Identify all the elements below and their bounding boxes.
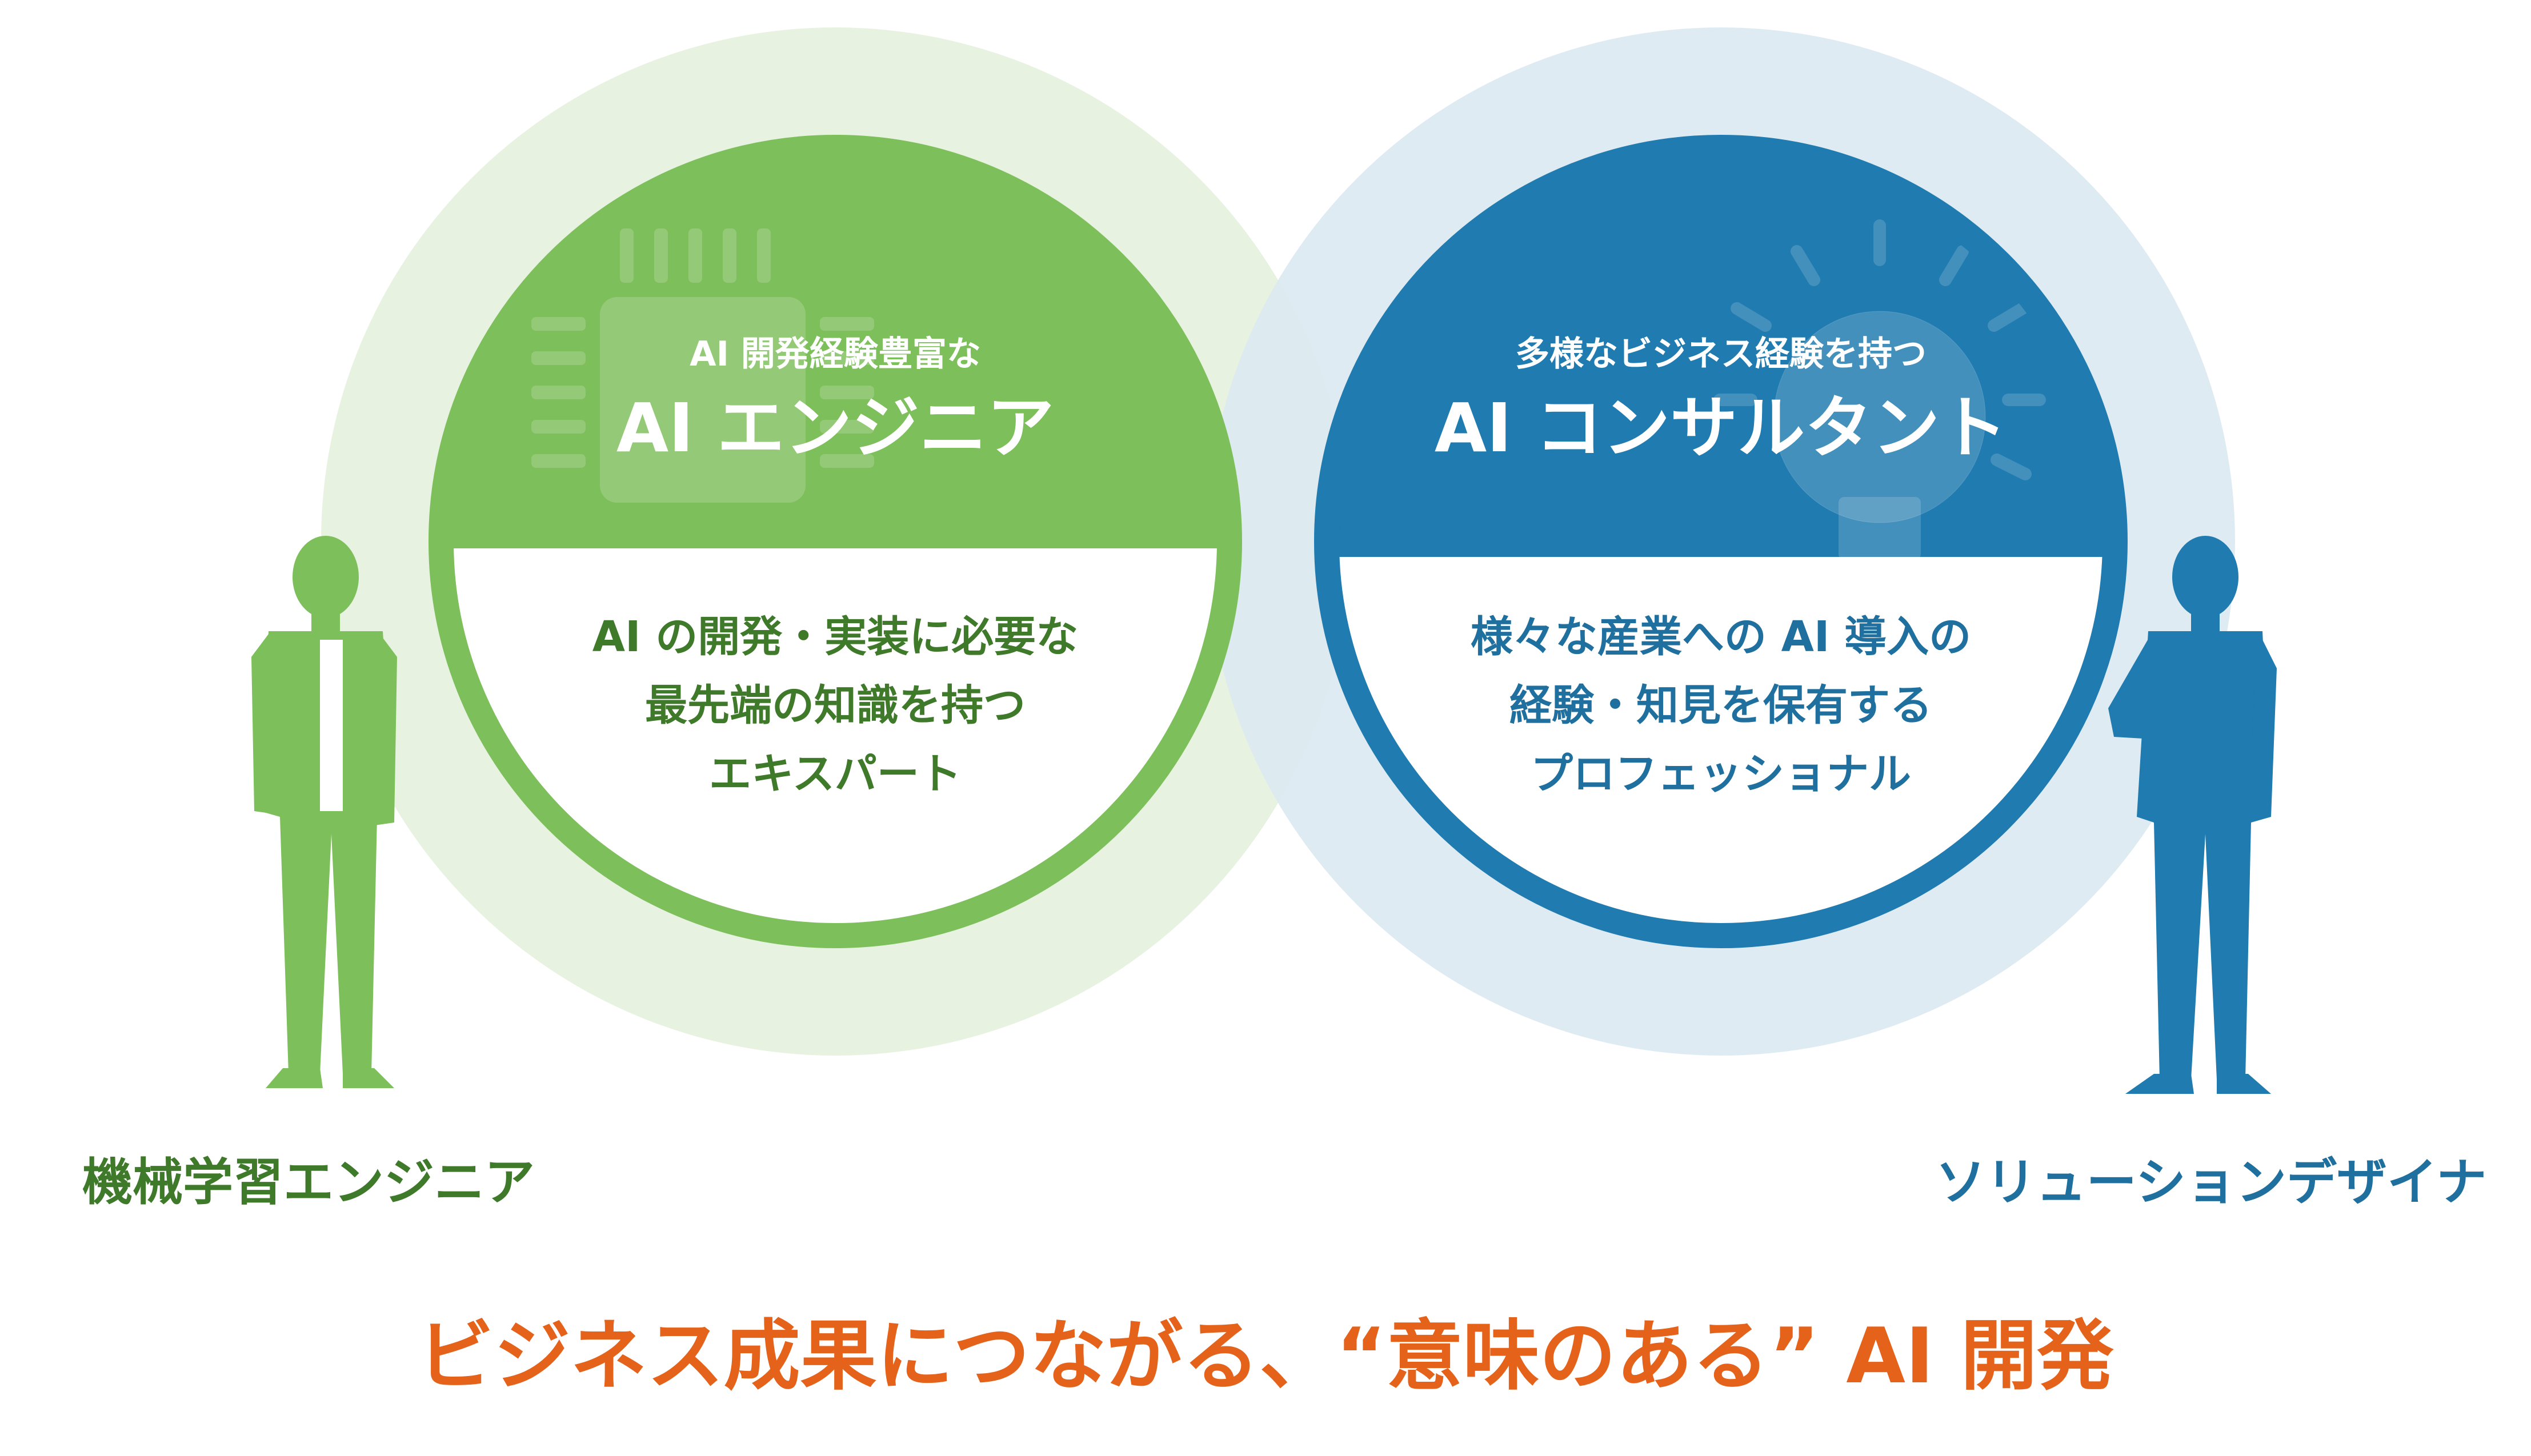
right-title: AI コンサルタント [1435,388,2007,467]
lightbulb-icon [1713,219,2046,560]
tagline: ビジネス成果につながる、“意味のある” AI 開発 [417,1311,2114,1401]
right-circle [1314,135,2128,948]
left-person-silhouette [251,536,397,1088]
left-subtitle: AI 開発経験豊富な [690,334,981,374]
left-desc-line-3: エキスパート [709,749,962,799]
right-desc-line-2: 経験・知見を保有する [1509,681,1932,730]
left-person-label: 機械学習エンジニア [82,1153,535,1212]
left-title: AI エンジニア [616,388,1054,467]
right-desc-line-1: 様々な産業への AI 導入の [1471,612,1971,661]
right-person-label: ソリューションデザイナ [1936,1153,2486,1212]
right-subtitle: 多様なビジネス経験を持つ [1515,334,1927,374]
right-desc-line-3: プロフェッショナル [1531,749,1911,799]
right-person-silhouette [2108,536,2277,1094]
left-desc-line-2: 最先端の知識を持つ [645,681,1026,730]
left-desc-line-1: AI の開発・実装に必要な [592,612,1079,661]
chip-icon [531,228,874,503]
